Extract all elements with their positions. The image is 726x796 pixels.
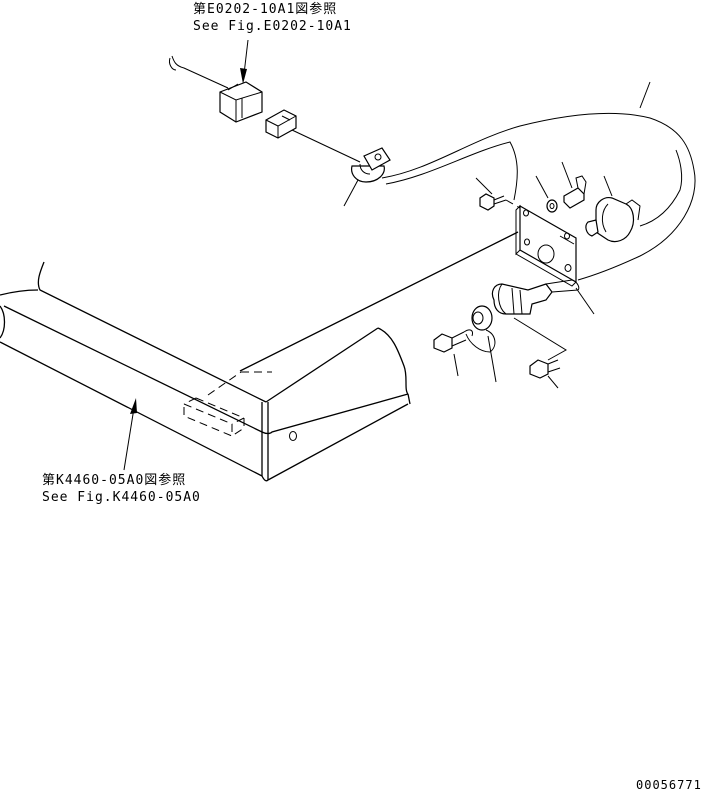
bottom-reference-jp: 第K4460-05A0図参照 <box>42 473 187 488</box>
drawing-number: 00056771 <box>636 778 702 792</box>
wire-clamp <box>351 147 391 183</box>
dust-cap <box>465 305 497 383</box>
bottom-reference-en: See Fig.K4460-05A0 <box>42 490 201 505</box>
washer <box>535 175 558 213</box>
top-reference-en: See Fig.E0202-10A1 <box>193 19 352 34</box>
bottom-ref-arrow <box>123 398 137 471</box>
screw-left <box>433 329 473 377</box>
bolt-small <box>475 177 521 211</box>
switch-body <box>585 175 641 243</box>
top-ref-arrow <box>240 39 249 84</box>
mounting-plate <box>515 204 577 287</box>
frame-member <box>0 261 411 482</box>
wire-harness <box>169 55 696 372</box>
bolt <box>561 161 587 209</box>
top-reference-jp: 第E0202-10A1図参照 <box>193 2 338 17</box>
screw-lower <box>529 359 561 389</box>
connector-male <box>219 81 263 123</box>
connector-receptacle <box>491 279 595 361</box>
connector-female <box>265 109 297 139</box>
